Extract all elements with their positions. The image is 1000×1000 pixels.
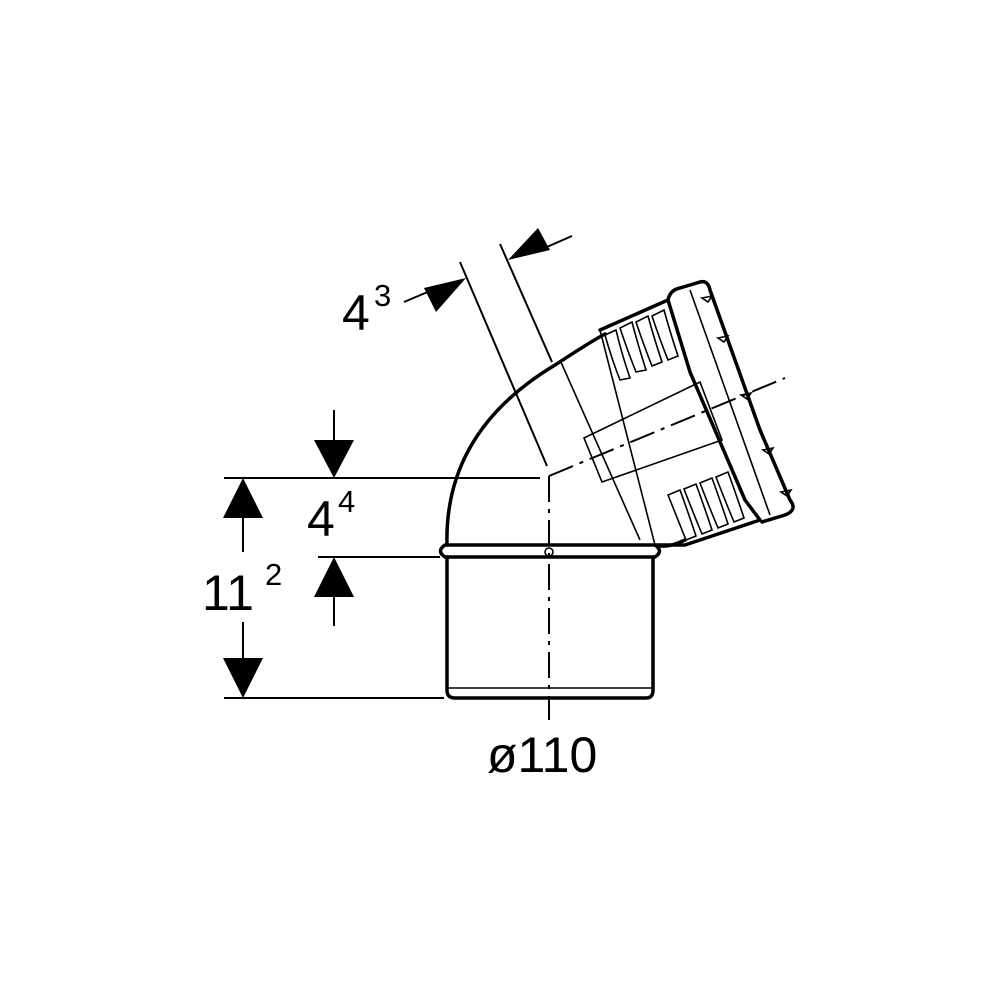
- socket-label-band: [582, 380, 724, 484]
- bend-outer-wall: [445, 332, 607, 547]
- socket-band-seam: [599, 329, 656, 546]
- top-offset-sup: 3: [374, 278, 391, 313]
- ribs-lower: [666, 470, 745, 542]
- angled-centerline: [548, 377, 786, 477]
- socket-end-inner: [689, 289, 771, 516]
- socket-depth-value: 4: [307, 491, 335, 547]
- bend-joint-line: [559, 359, 641, 541]
- dim-socket-depth: [224, 410, 540, 626]
- diameter-label: ø110: [487, 727, 597, 783]
- top-offset-value: 4: [342, 285, 370, 341]
- dim-total-height: [223, 478, 444, 699]
- dim-top-offset: [403, 228, 573, 467]
- spigot-body: [445, 555, 655, 700]
- total-height-value: 11: [202, 565, 254, 621]
- pipe-bend: [438, 279, 795, 700]
- socket-depth-sup: 4: [338, 484, 355, 519]
- end-cap-notches: [699, 294, 793, 498]
- center-lines: [548, 377, 786, 720]
- ribs-upper: [604, 308, 679, 381]
- total-height-sup: 2: [265, 557, 282, 592]
- collar-ring: [438, 543, 662, 559]
- socket-end-cap: [666, 279, 795, 524]
